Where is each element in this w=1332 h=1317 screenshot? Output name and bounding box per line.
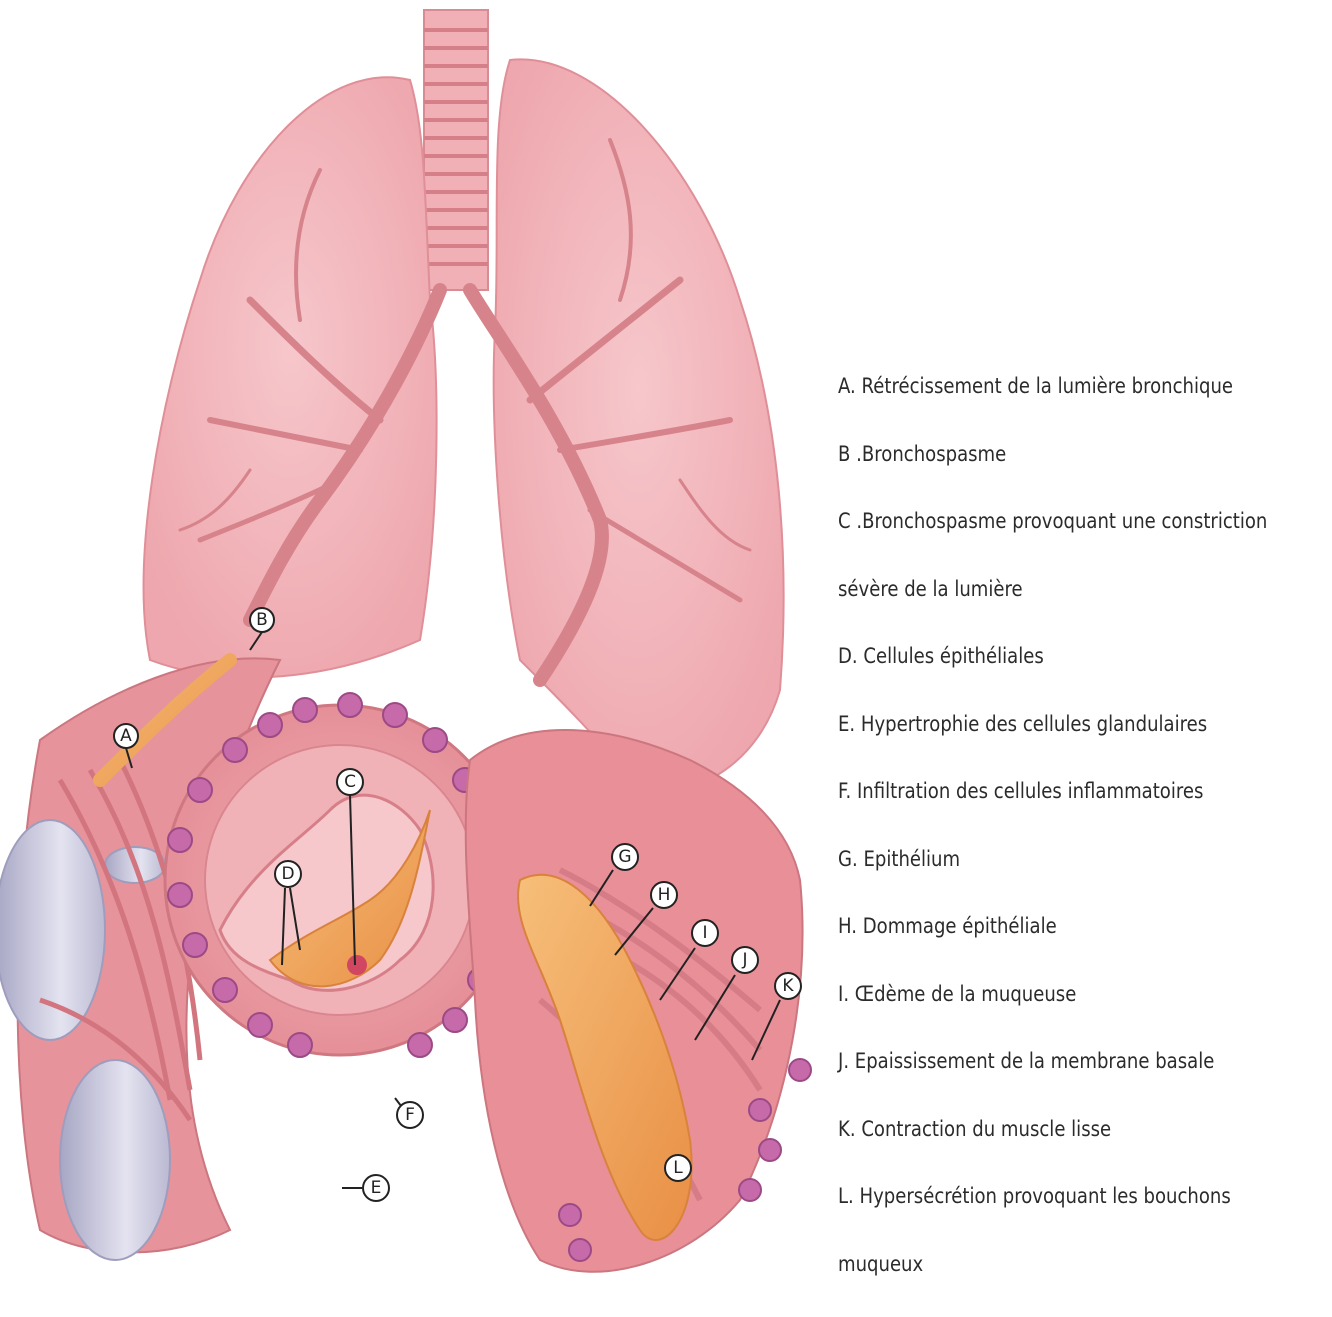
marker-i-label: I xyxy=(702,923,707,943)
trachea xyxy=(424,10,488,290)
marker-j-label: J xyxy=(741,950,747,970)
marker-b-label: B xyxy=(256,610,268,630)
legend-item-i: I. Œdème de la muqueuse xyxy=(838,980,1259,1015)
legend-item-l-continued: muqueux xyxy=(838,1250,1259,1285)
legend-item-c: C .Bronchospasme provoquant une constric… xyxy=(838,507,1259,542)
legend-item-k: K. Contraction du muscle lisse xyxy=(838,1115,1259,1150)
marker-a: A xyxy=(114,724,138,748)
marker-h: H xyxy=(651,882,677,908)
marker-j: J xyxy=(732,947,758,973)
marker-h-label: H xyxy=(658,885,671,905)
marker-l: L xyxy=(665,1155,691,1181)
legend-item-j: J. Epaississement de la membrane basale xyxy=(838,1047,1259,1082)
legend-item-f: F. Infiltration des cellules inflammatoi… xyxy=(838,777,1259,812)
marker-l-label: L xyxy=(673,1158,683,1178)
marker-c-label: C xyxy=(344,772,356,792)
legend-item-g: G. Epithélium xyxy=(838,845,1259,880)
lung-illustration: A B C D E F G H I J K L xyxy=(0,0,830,1301)
legend-item-l: L. Hypersécrétion provoquant les bouchon… xyxy=(838,1182,1259,1217)
legend-item-a: A. Rétrécissement de la lumière bronchiq… xyxy=(838,372,1259,407)
marker-f-label: F xyxy=(405,1105,415,1125)
marker-i: I xyxy=(692,920,718,946)
marker-f: F xyxy=(397,1102,423,1128)
marker-k: K xyxy=(775,973,801,999)
marker-e: E xyxy=(363,1175,389,1201)
marker-b: B xyxy=(250,608,274,632)
marker-d-label: D xyxy=(281,864,294,884)
marker-d: D xyxy=(275,861,301,887)
longitudinal-section-right xyxy=(466,730,811,1272)
marker-g: G xyxy=(612,844,638,870)
legend-item-h: H. Dommage épithéliale xyxy=(838,912,1259,947)
legend: A. Rétrécissement de la lumière bronchiq… xyxy=(838,372,1328,1317)
marker-a-label: A xyxy=(120,726,132,746)
marker-k-label: K xyxy=(782,976,794,996)
legend-item-b: B .Bronchospasme xyxy=(838,440,1259,475)
legend-item-c-continued: sévère de la lumière xyxy=(838,575,1259,610)
legend-item-d: D. Cellules épithéliales xyxy=(838,642,1259,677)
marker-c: C xyxy=(337,769,363,795)
marker-g-label: G xyxy=(618,847,631,867)
legend-item-e: E. Hypertrophie des cellules glandulaire… xyxy=(838,710,1259,745)
marker-e-label: E xyxy=(371,1178,382,1198)
